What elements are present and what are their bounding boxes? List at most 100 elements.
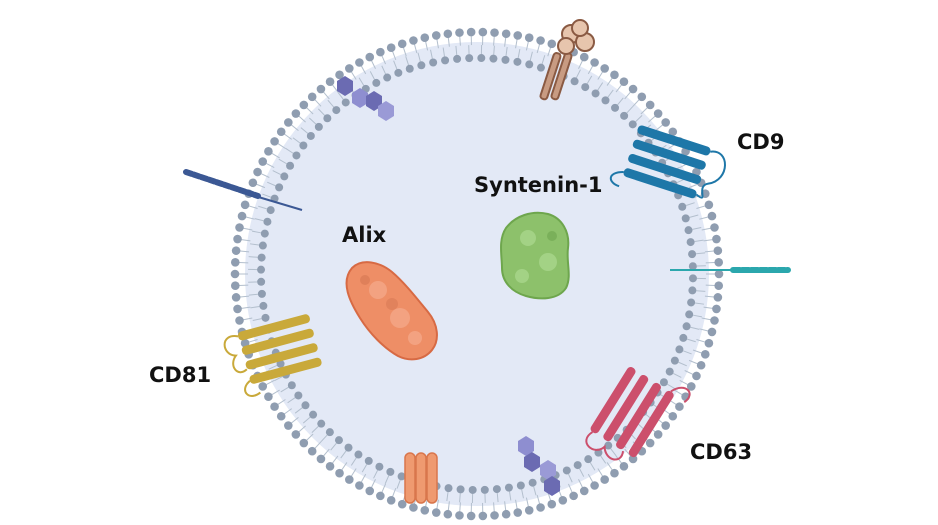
- lipid-tail: [655, 124, 663, 131]
- lipid-head-outer: [569, 491, 578, 501]
- lipid-tail: [688, 183, 698, 189]
- lipid-head-outer: [443, 29, 453, 39]
- lipid-tail: [291, 124, 299, 131]
- lipid-head-outer: [619, 77, 629, 87]
- lipid-head-outer: [420, 505, 430, 515]
- lipid-tail: [686, 338, 696, 343]
- lipid-head-inner: [317, 419, 326, 428]
- lipid-head-inner: [591, 89, 600, 98]
- lipid-head-outer: [714, 281, 724, 290]
- lipid-tail: [504, 37, 507, 47]
- lipid-head-inner: [263, 217, 272, 226]
- lipid-head-outer: [653, 109, 663, 118]
- lipid-tail: [425, 41, 429, 51]
- lipid-head-inner: [679, 333, 688, 342]
- lipid-tail: [575, 69, 581, 78]
- lipid-head-inner: [386, 467, 395, 476]
- lipid-head-outer: [536, 503, 545, 512]
- lipid-head-outer: [231, 246, 241, 255]
- lipid-tail: [361, 464, 368, 473]
- lipid-head-outer: [466, 27, 476, 37]
- lipid-tail: [515, 499, 518, 509]
- lipid-tail: [320, 434, 328, 443]
- lipid-tail: [241, 306, 251, 309]
- lipid-head-inner: [334, 436, 343, 445]
- lipid-head-inner: [405, 64, 414, 73]
- lipid-head-outer: [258, 382, 268, 391]
- lipid-tail: [701, 227, 711, 231]
- lipid-head-outer: [365, 486, 375, 496]
- lipid-head-outer: [637, 92, 647, 102]
- lipid-head-outer: [558, 495, 568, 505]
- lipid-head-inner: [292, 151, 301, 160]
- lipid-tail: [525, 497, 529, 507]
- lipid-tail: [674, 389, 683, 396]
- lipid-head-inner: [659, 378, 668, 387]
- lipid-tail: [673, 372, 682, 378]
- lipid-tail: [287, 397, 296, 404]
- lipid-head-outer: [409, 503, 418, 512]
- lipid-head-inner: [441, 56, 450, 65]
- lipid-head-outer: [713, 246, 723, 255]
- lipid-head-outer: [713, 293, 723, 302]
- lipid-head-inner: [372, 78, 381, 87]
- lipid-head-inner: [332, 106, 341, 115]
- lipid-head-inner: [323, 114, 332, 123]
- lipid-tail: [496, 493, 499, 503]
- lipid-tail: [690, 326, 700, 330]
- lipid-tail: [240, 295, 250, 298]
- lipid-tail: [271, 389, 280, 396]
- lipid-head-outer: [355, 58, 364, 67]
- cd81-label: CD81: [149, 363, 212, 387]
- lipid-tail: [358, 77, 365, 86]
- lipid-head-outer: [466, 511, 476, 521]
- lipid-head-inner: [257, 265, 266, 274]
- lipid-tail: [268, 365, 278, 370]
- lipid-tail: [350, 468, 357, 477]
- lipid-tail: [384, 475, 390, 484]
- lipid-tail: [578, 479, 583, 488]
- lipid-head-outer: [455, 511, 464, 520]
- lipid-tail: [696, 290, 706, 292]
- syntenin-label: Syntenin-1: [474, 173, 603, 197]
- lipid-tail: [579, 468, 585, 477]
- vesicle-lumen: [245, 42, 709, 506]
- lipid-head-outer: [307, 446, 317, 456]
- lipid-head-outer: [686, 382, 696, 391]
- lipid-tail: [505, 46, 508, 56]
- lipid-tail: [249, 243, 259, 246]
- lipid-tail: [248, 256, 258, 258]
- lipid-tail: [248, 293, 258, 296]
- lipid-tail: [648, 115, 656, 123]
- lipid-head-inner: [299, 141, 308, 150]
- lipid-tail: [243, 227, 253, 231]
- lipid-head-outer: [645, 100, 655, 110]
- lipid-tail: [442, 47, 445, 57]
- lipid-tail: [298, 425, 306, 433]
- lipid-head-outer: [714, 258, 724, 267]
- lipid-tail: [314, 99, 322, 107]
- lipid-tail: [459, 36, 461, 46]
- lipid-tail: [696, 252, 706, 255]
- lipid-head-outer: [386, 43, 396, 53]
- lipid-tail: [692, 349, 702, 354]
- lipid-tail: [586, 75, 593, 84]
- lipid-head-inner: [257, 253, 266, 262]
- lipid-head-outer: [645, 438, 655, 448]
- lipid-tail: [610, 448, 617, 457]
- lipid-head-outer: [524, 33, 534, 43]
- lipid-head-outer: [230, 258, 240, 267]
- lipid-head-inner: [325, 428, 334, 437]
- lipid-head-outer: [386, 495, 396, 505]
- lipid-tail: [587, 65, 594, 75]
- lipid-head-outer: [248, 178, 258, 188]
- lipid-head-inner: [688, 274, 697, 283]
- lipid-head-inner: [528, 478, 537, 487]
- lipid-head-inner: [513, 57, 522, 66]
- lipid-head-outer: [490, 28, 499, 37]
- lipid-tail: [267, 181, 276, 187]
- lipid-head-outer: [291, 109, 301, 118]
- lipid-tail: [589, 462, 596, 471]
- lipid-tail: [447, 501, 450, 511]
- lipid-tail: [323, 91, 330, 100]
